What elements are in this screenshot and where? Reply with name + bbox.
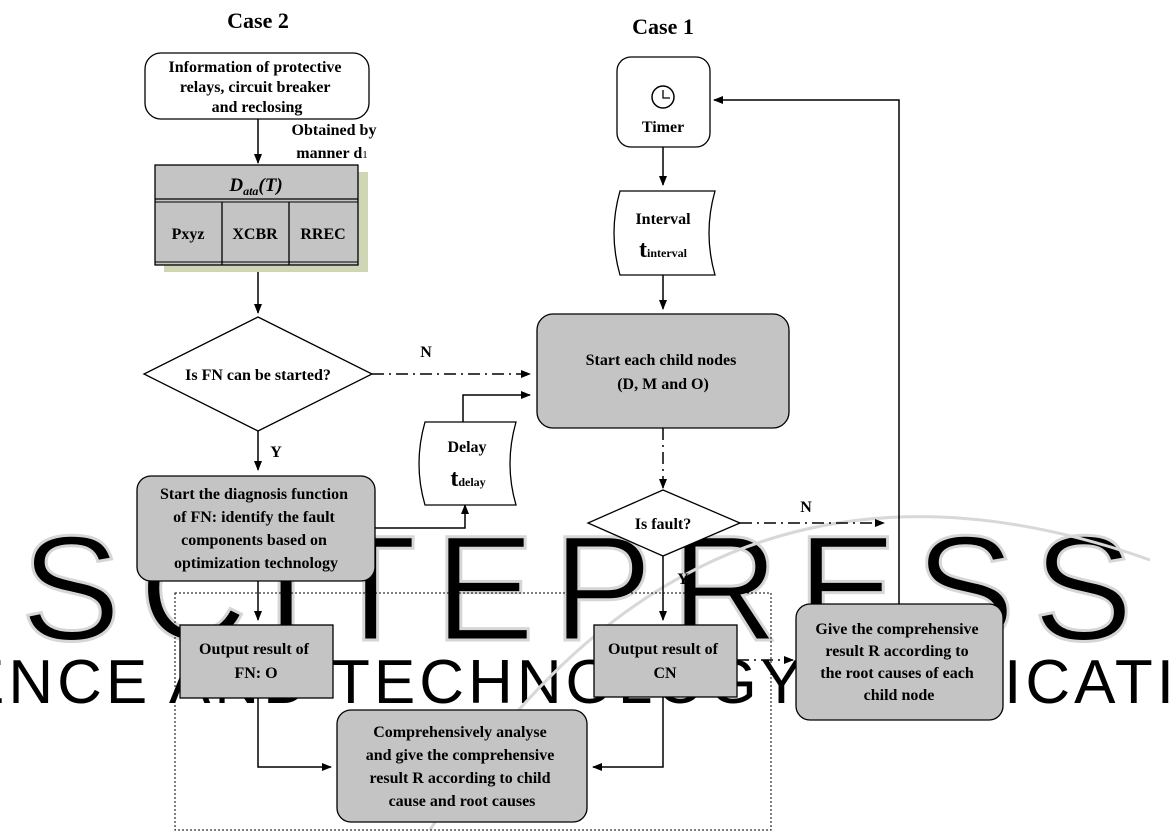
- info-box-text: Information of protective relays, circui…: [169, 59, 346, 116]
- delay-box: [418, 421, 517, 506]
- table-col-rrec: RREC: [300, 226, 345, 243]
- delay-label: Delay: [447, 439, 486, 456]
- yes-label-2: Y: [677, 571, 689, 588]
- output-fn-box: [179, 624, 334, 699]
- case2-label: Case 2: [227, 8, 289, 33]
- dotted-region: [174, 592, 772, 831]
- interval-t: tinterval: [639, 237, 688, 263]
- output-cn-text: Output result of CN: [608, 641, 722, 682]
- comprehensive-right-text: Give the comprehensive result R accordin…: [815, 621, 982, 704]
- delay-t: tdelay: [450, 466, 485, 492]
- timer-label: Timer: [642, 119, 684, 136]
- comprehensive-bottom-text: Comprehensively analyse and give the com…: [366, 724, 559, 810]
- decision-fn-text: Is FN can be started?: [185, 367, 331, 384]
- case1-label: Case 1: [632, 14, 694, 39]
- no-label-1: N: [420, 344, 432, 361]
- interval-label: Interval: [635, 211, 691, 228]
- output-fn-text: Output result of FN: O: [199, 641, 313, 682]
- table-col-xcbr: XCBR: [232, 226, 278, 243]
- yes-label-1: Y: [270, 444, 282, 461]
- decision-fault-text: Is fault?: [635, 516, 691, 533]
- interval-box: [613, 190, 716, 276]
- diagnosis-text: Start the diagnosis function of FN: iden…: [160, 486, 352, 572]
- info-box: [144, 52, 370, 120]
- comprehensive-bottom-box: [336, 709, 588, 823]
- output-cn-box: [593, 624, 738, 698]
- start-child-text: Start each child nodes (D, M and O): [586, 352, 741, 393]
- no-label-2: N: [800, 499, 812, 516]
- start-child-box: [536, 313, 790, 429]
- data-table: Data(T) Pxyz XCBR RREC: [154, 164, 359, 266]
- table-col-pxyz: Pxyz: [172, 226, 205, 243]
- obtained-label: Obtained by manner d1: [292, 122, 381, 162]
- table-title: Data(T): [228, 175, 282, 198]
